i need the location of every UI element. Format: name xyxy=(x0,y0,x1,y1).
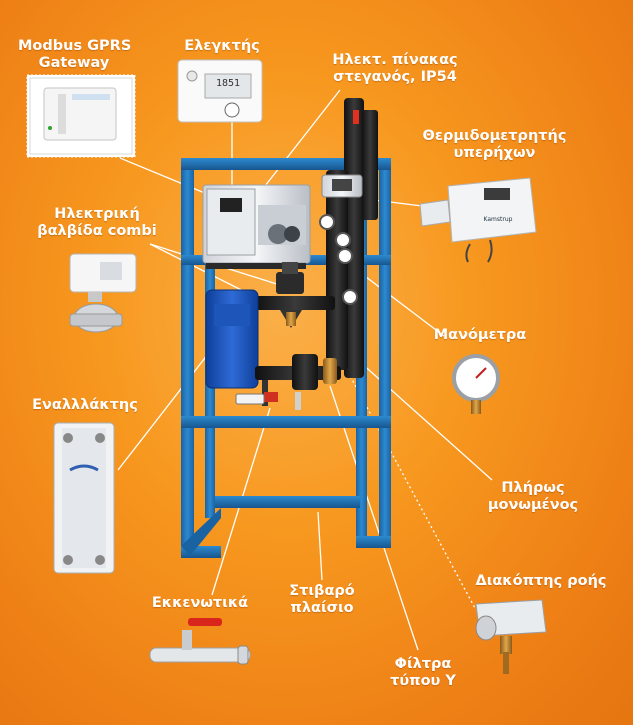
leader-flow-switch xyxy=(347,371,477,611)
leader-frame xyxy=(317,511,323,581)
label-drains: Εκκενωτικά xyxy=(151,595,249,611)
electrical-panel xyxy=(202,184,311,269)
controller-display-text: 1851 xyxy=(215,78,241,89)
heat-meter-image xyxy=(419,177,537,263)
flow-switch-image xyxy=(475,599,547,674)
lower-pipe xyxy=(235,354,341,410)
controller-image xyxy=(177,59,263,123)
plate-exchanger-image xyxy=(53,422,115,574)
upper-pipe xyxy=(255,262,335,328)
leader-filter xyxy=(329,385,419,651)
label-controller: Ελεγκτής xyxy=(184,38,260,54)
heat-exchanger-unit xyxy=(205,289,259,389)
meter-brand-text: Kamstrup xyxy=(483,216,513,223)
label-flow-switch: Διακόπτης ροής xyxy=(475,573,607,589)
leader-modbus xyxy=(119,157,213,197)
label-exchanger: Εναλλλάκτης xyxy=(32,397,138,413)
drain-valve-image xyxy=(149,618,251,665)
leader-exchanger xyxy=(117,344,216,471)
gauges-on-frame xyxy=(319,214,358,305)
modbus-gateway-image xyxy=(26,74,136,158)
label-manometers: Μανόμετρα xyxy=(433,327,527,343)
manometer-image xyxy=(452,354,500,414)
combi-valve-image xyxy=(69,253,137,333)
